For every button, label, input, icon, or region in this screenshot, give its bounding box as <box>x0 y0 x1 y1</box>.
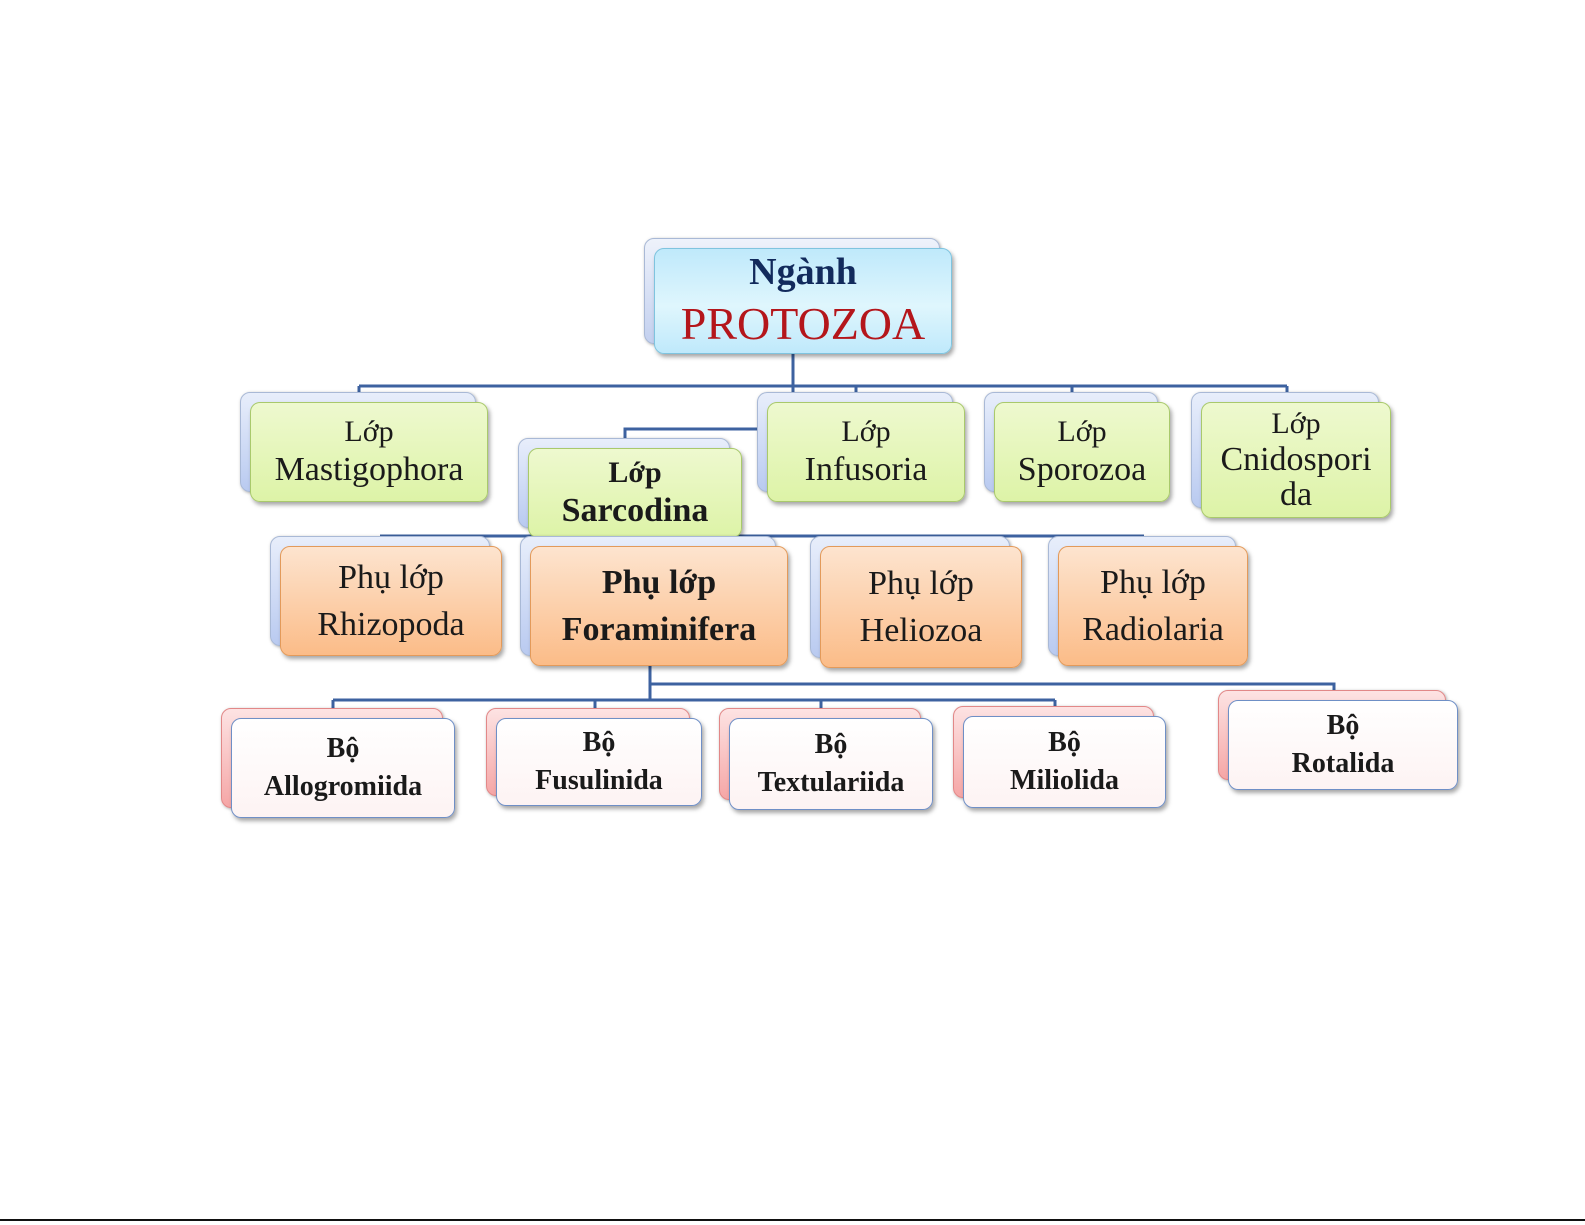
subclass-taxon-name: Heliozoa <box>859 612 983 649</box>
order-taxon-name: Miliolida <box>1010 765 1119 796</box>
order-taxon-name: Textulariida <box>757 767 905 798</box>
class-taxon-name: Sarcodina <box>561 491 709 529</box>
class-rank-label: Lớp <box>1057 415 1107 449</box>
order-rank-label: Bộ <box>326 732 360 764</box>
order-rank-label: Bộ <box>1048 726 1081 758</box>
node-subclass-radiolaria: Phụ lớp Radiolaria <box>1048 536 1248 666</box>
class-rank-label: Lớp <box>608 456 662 490</box>
root-taxon-name: PROTOZOA <box>680 298 926 350</box>
node-class-mastigophora: Lớp Mastigophora <box>240 392 488 502</box>
node-order-allogromiida: Bộ Allogromiida <box>221 708 455 818</box>
subclass-taxon-name: Rhizopoda <box>317 606 465 643</box>
node-order-rotalida: Bộ Rotalida <box>1218 690 1458 790</box>
subclass-rank-label: Phụ lớp <box>868 564 974 602</box>
order-taxon-name: Fusulinida <box>535 765 663 796</box>
subclass-rank-label: Phụ lớp <box>1100 563 1206 601</box>
subclass-rank-label: Phụ lớp <box>601 563 717 601</box>
class-taxon-name: Infusoria <box>804 450 928 488</box>
order-rank-label: Bộ <box>814 728 848 760</box>
subclass-rank-label: Phụ lớp <box>338 558 444 596</box>
class-rank-label: Lớp <box>1271 407 1321 441</box>
class-rank-label: Lớp <box>344 415 394 449</box>
node-root-protozoa: Ngành PROTOZOA <box>644 238 952 354</box>
order-taxon-name: Rotalida <box>1291 748 1395 779</box>
order-rank-label: Bộ <box>582 726 616 758</box>
class-taxon-name: Mastigophora <box>274 450 464 488</box>
node-subclass-heliozoa: Phụ lớp Heliozoa <box>810 536 1022 668</box>
order-rank-label: Bộ <box>1326 709 1360 741</box>
node-order-miliolida: Bộ Miliolida <box>953 706 1166 808</box>
root-rank-label: Ngành <box>749 250 857 293</box>
node-class-sarcodina: Lớp Sarcodina <box>518 438 742 538</box>
page-bottom-rule <box>0 1219 1585 1221</box>
node-class-cnidosporida: Lớp Cnidospori da <box>1191 392 1391 518</box>
class-taxon-name: Sporozoa <box>1017 450 1147 488</box>
class-taxon-name: Cnidospori da <box>1220 440 1372 514</box>
class-rank-label: Lớp <box>841 415 891 449</box>
order-taxon-name: Allogromiida <box>263 771 423 802</box>
subclass-taxon-name: Foraminifera <box>561 611 757 648</box>
node-subclass-rhizopoda: Phụ lớp Rhizopoda <box>270 536 502 656</box>
node-order-fusulinida: Bộ Fusulinida <box>486 708 702 806</box>
node-order-textulariida: Bộ Textulariida <box>719 708 933 810</box>
node-class-infusoria: Lớp Infusoria <box>757 392 965 502</box>
subclass-taxon-name: Radiolaria <box>1082 611 1224 648</box>
node-class-sporozoa: Lớp Sporozoa <box>984 392 1170 502</box>
node-subclass-foraminifera: Phụ lớp Foraminifera <box>520 536 788 666</box>
